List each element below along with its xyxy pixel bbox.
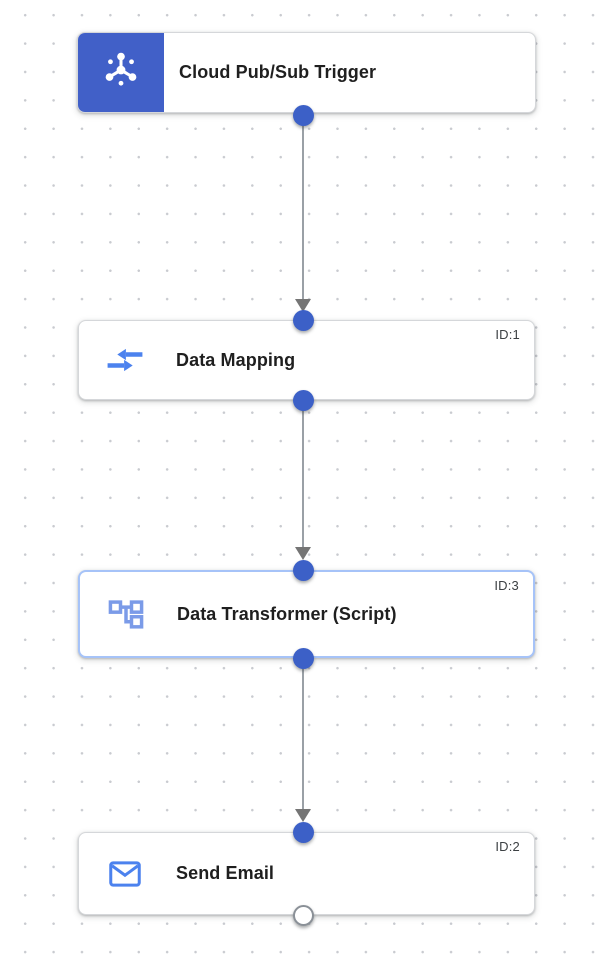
node-cloud-pubsub-trigger[interactable]: Cloud Pub/Sub Trigger [77,32,536,113]
connector-dot-send-email-out-terminal[interactable] [292,904,314,926]
node-id-badge: ID:1 [495,327,520,342]
connector-dot-data-mapping-in[interactable] [292,309,314,331]
data-transformer-icon [104,592,148,636]
trigger-icon-block [78,33,164,112]
edge-arrowhead-data-transformer-to-send-email [295,809,311,822]
connector-dot-trigger-out[interactable] [292,104,314,126]
edge-arrowhead-data-mapping-to-data-transformer [295,547,311,560]
connector-dot-send-email-in[interactable] [292,821,314,843]
edge-line-data-transformer-to-send-email [302,658,304,809]
node-id-badge: ID:2 [495,839,520,854]
node-title: Data Mapping [176,349,296,370]
node-data-transformer-script[interactable]: ID:3 Data Transformer (Script) [78,570,535,658]
connector-dot-data-mapping-out[interactable] [292,389,314,411]
node-title: Data Transformer (Script) [177,603,397,624]
node-send-email[interactable]: ID:2 Send Email [78,832,535,915]
node-title: Cloud Pub/Sub Trigger [179,62,377,82]
node-title: Send Email [176,863,275,883]
email-icon [103,852,147,896]
edge-arrowhead-trigger-to-data-mapping [295,299,311,312]
edge-line-data-mapping-to-data-transformer [302,400,304,547]
node-data-mapping[interactable]: ID:1 Data Mapping [78,320,535,400]
pubsub-icon [98,47,144,98]
node-id-badge: ID:3 [494,578,519,593]
connector-dot-data-transformer-out[interactable] [292,647,314,669]
edge-line-trigger-to-data-mapping [302,115,304,299]
data-mapping-icon [103,338,147,382]
connector-dot-data-transformer-in[interactable] [292,559,314,581]
